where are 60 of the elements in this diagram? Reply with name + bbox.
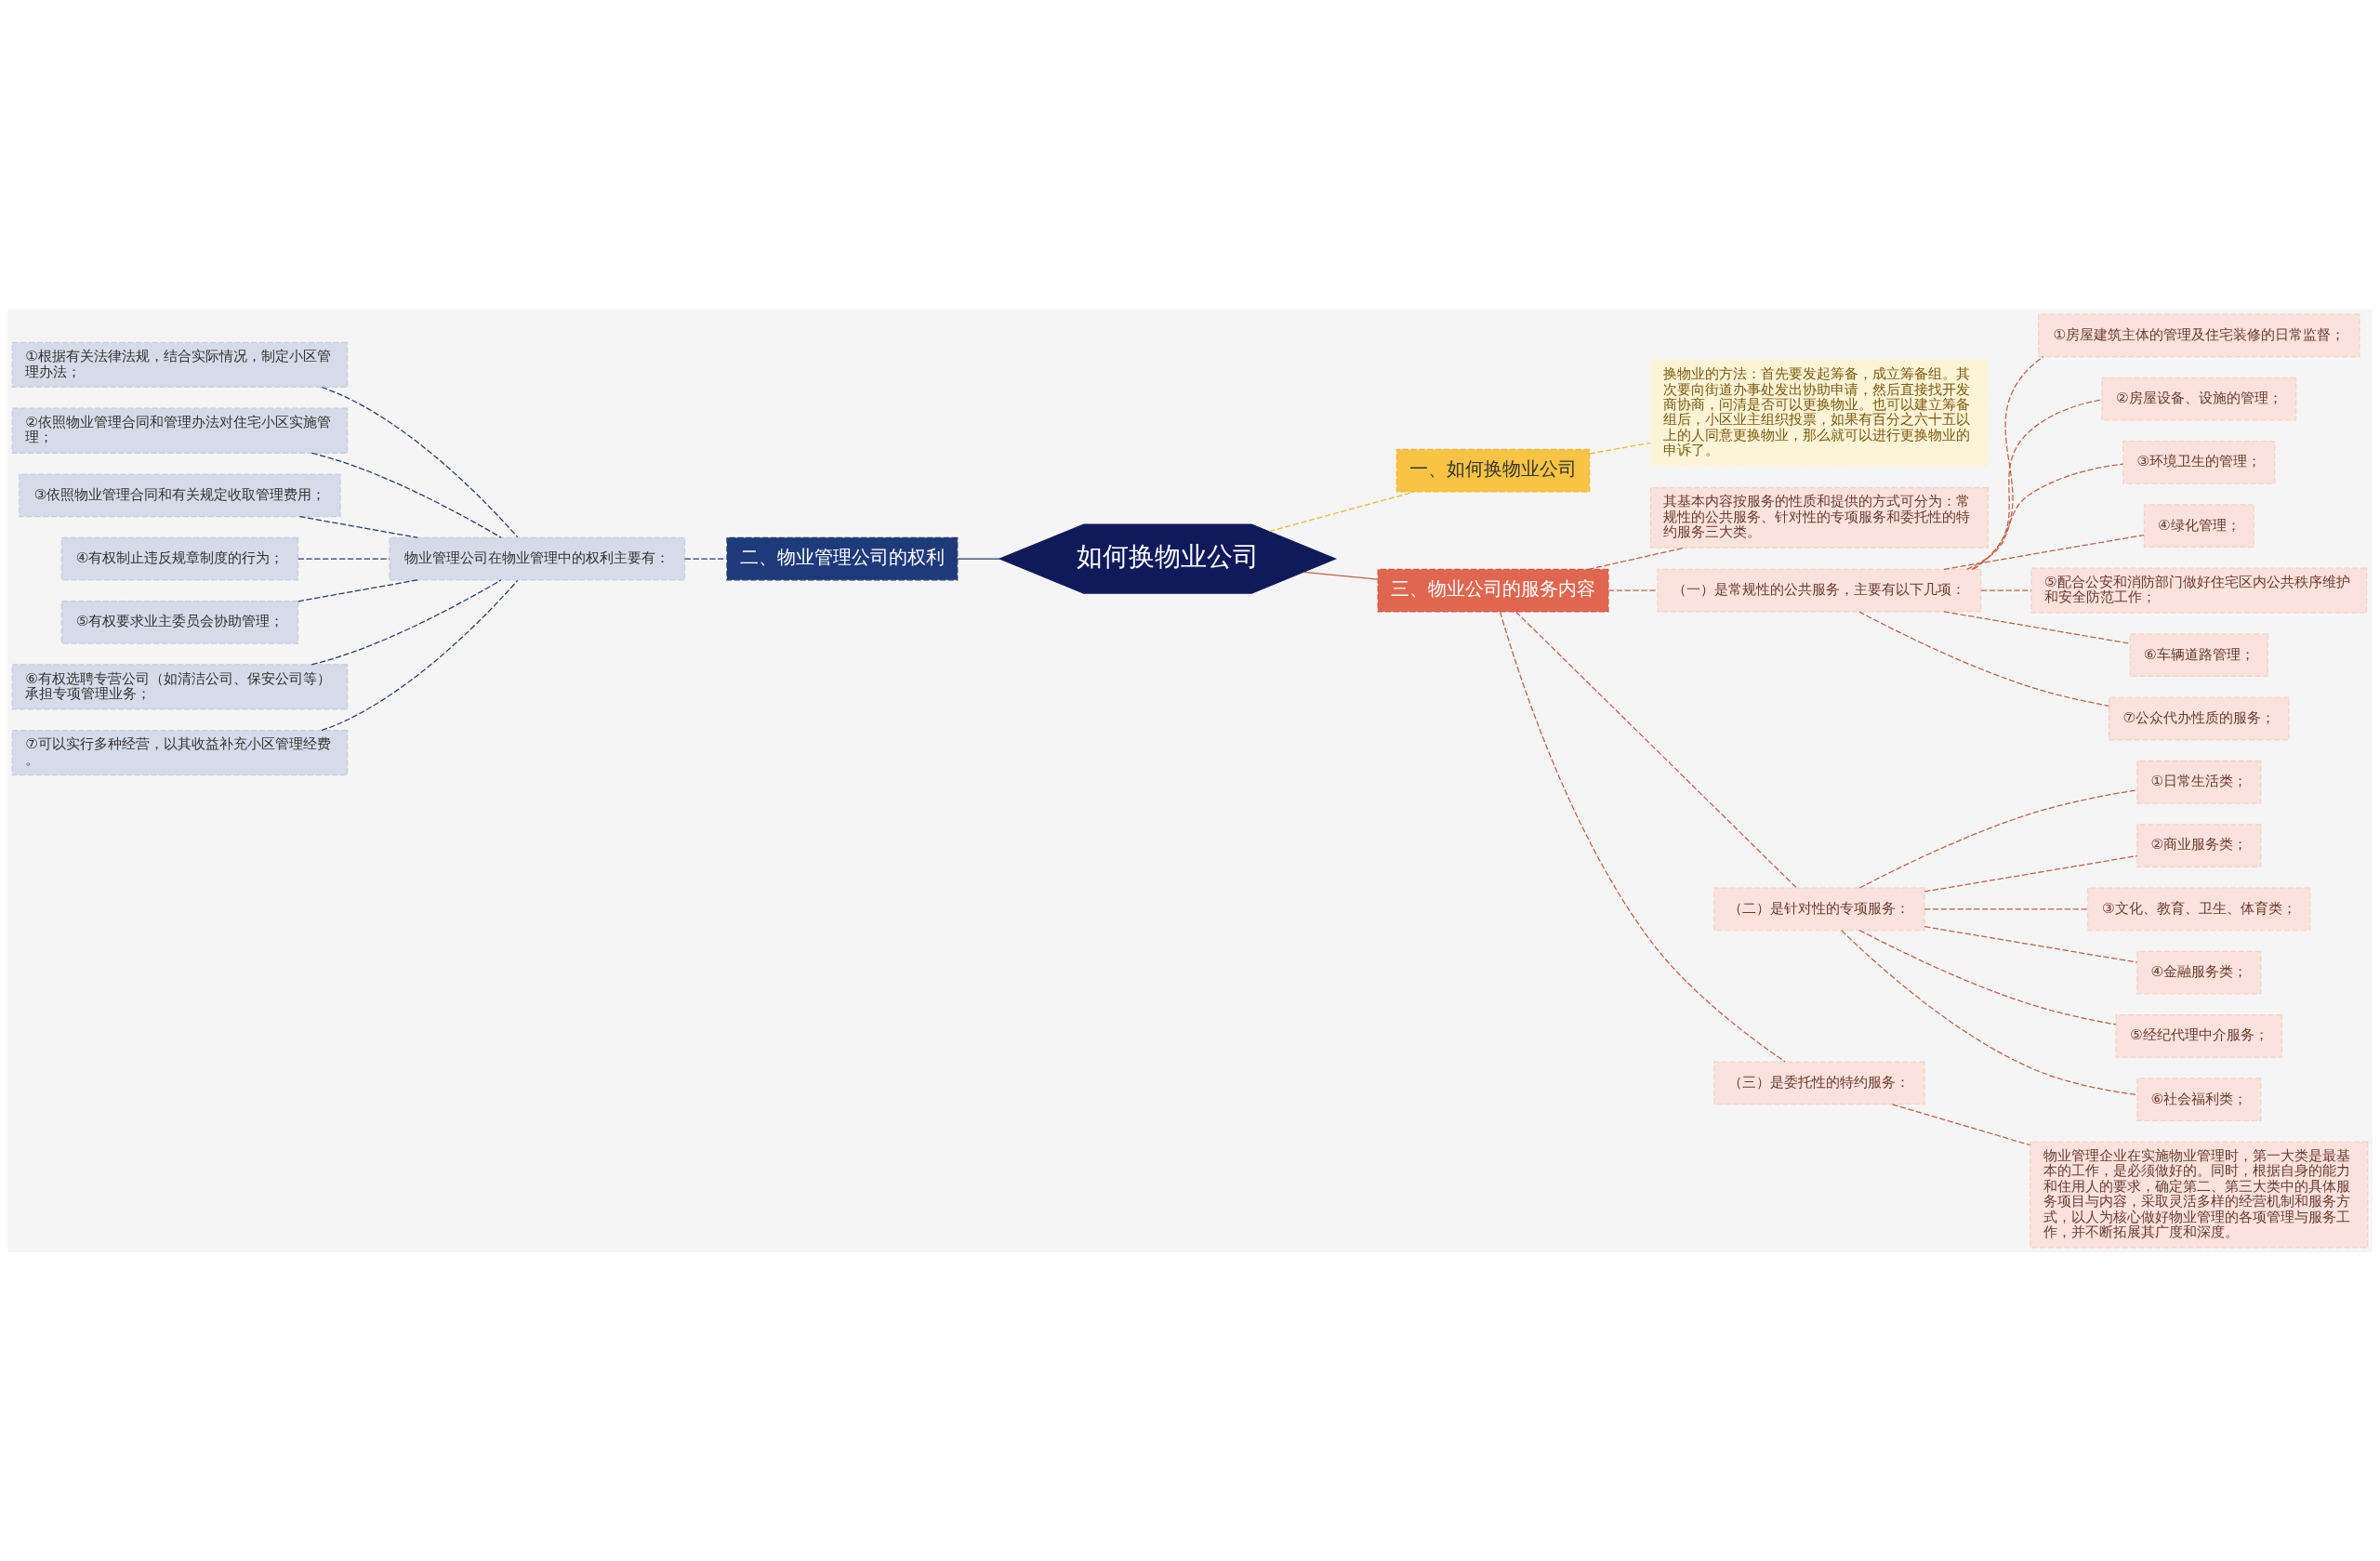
node-box: （一）是常规性的公共服务，主要有以下几项： xyxy=(1657,568,1982,613)
node-box: ①房屋建筑主体的管理及住宅装修的日常监督； xyxy=(2038,312,2360,357)
node-box: 一、如何换物业公司 xyxy=(1395,448,1591,493)
node-box: ⑤配合公安和消防部门做好住宅区内公共秩序维护和安全防范工作； xyxy=(2030,567,2368,614)
connector xyxy=(1515,611,1797,889)
node-box: ④绿化管理； xyxy=(2143,503,2254,548)
node-box: ③文化、教育、卫生、体育类； xyxy=(2087,886,2311,931)
connector xyxy=(1891,1103,2031,1145)
connector xyxy=(1858,788,2138,889)
connector xyxy=(1587,546,1686,570)
connector xyxy=(1943,534,2145,570)
connector xyxy=(1268,490,1415,532)
connector xyxy=(1973,355,2044,570)
node-box: ①根据有关法律法规，结合实际情况，制定小区管理办法； xyxy=(11,341,349,388)
node-box: ②依照物业管理合同和管理办法对住宅小区实施管理； xyxy=(11,407,349,454)
connector xyxy=(1589,442,1651,455)
node-box: ④有权制止违反规章制度的行为； xyxy=(60,536,299,580)
connector xyxy=(1965,463,2124,570)
node-box: 三、物业公司的服务内容 xyxy=(1377,568,1609,613)
node-box: ⑤有权要求业主委员会协助管理； xyxy=(60,600,299,644)
node-box: ⑥有权选聘专营公司（如清洁公司、保安公司等）承担专项管理业务； xyxy=(11,663,349,709)
node-box: （二）是针对性的专项服务： xyxy=(1713,886,1925,931)
node-box: ⑦可以实行多种经营，以其收益补充小区管理经费。 xyxy=(11,729,349,775)
connector xyxy=(1924,925,2138,963)
connector xyxy=(1924,907,2089,909)
node-box: ⑥车辆道路管理； xyxy=(2129,632,2268,677)
node-box: ③环境卫生的管理； xyxy=(2122,440,2276,484)
connector xyxy=(311,452,502,538)
node-box: ⑦公众代办性质的服务； xyxy=(2108,696,2290,740)
connector xyxy=(1971,398,2103,570)
node-box: 二、物业管理公司的权利 xyxy=(726,536,959,580)
connector xyxy=(957,557,1000,560)
connector xyxy=(684,557,728,560)
node-box: ②商业服务类； xyxy=(2136,823,2262,867)
connector xyxy=(321,579,519,731)
node-box: 其基本内容按服务的性质和提供的方式可分为：常规性的公共服务、针对性的专项服务和委托性的特约服务三大类。 xyxy=(1649,486,1989,549)
connector xyxy=(1943,610,2131,644)
connector xyxy=(1500,611,1786,1063)
node-box: 换物业的方法：首先要发起筹备，成立筹备组。其次要向街道办事处发出协助申请，然后直接找开发商协商，问清是否可以更换物业。也可以建立筹备组后，小区业主组织投票，如果有百分之六十五以上的人同意更换物业，那么就可以进行更换物业的申诉了。 xyxy=(1649,359,1989,467)
node-box: 物业管理企业在实施物业管理时，第一大类是最基本的工作，是必须做好的。同时，根据自身的能力和住用人的要求，确定第二、第三大类中的具体服务项目与内容，采取灵活多样的经营机制和服务方式，以人为核心做好物业管理的各项管理与服务工作，并不断拓展其广度和深度。 xyxy=(2030,1141,2369,1249)
connector xyxy=(1302,571,1379,580)
connector xyxy=(1858,610,2110,707)
connector xyxy=(1924,854,2138,893)
connector xyxy=(321,386,519,537)
node-box: ④金融服务类； xyxy=(2136,950,2262,994)
connector xyxy=(298,578,418,602)
connector xyxy=(1841,929,2138,1095)
connector xyxy=(298,557,390,560)
connector xyxy=(1607,589,1659,591)
node-box: ②房屋设备、设施的管理； xyxy=(2101,377,2297,420)
node-box: （三）是委托性的特约服务： xyxy=(1713,1061,1925,1105)
node-box: ①日常生活类； xyxy=(2136,760,2262,804)
connector xyxy=(311,578,502,665)
connector xyxy=(1980,589,2032,591)
node-box: ⑥社会福利类； xyxy=(2136,1077,2262,1121)
connector xyxy=(1858,929,2117,1025)
node-box: ③依照物业管理合同和有关规定收取管理费用； xyxy=(19,472,341,517)
connector xyxy=(298,515,418,538)
node-box: 物业管理公司在物业管理中的权利主要有： xyxy=(389,536,686,580)
node-box: ⑤经纪代理中介服务； xyxy=(2115,1013,2283,1058)
